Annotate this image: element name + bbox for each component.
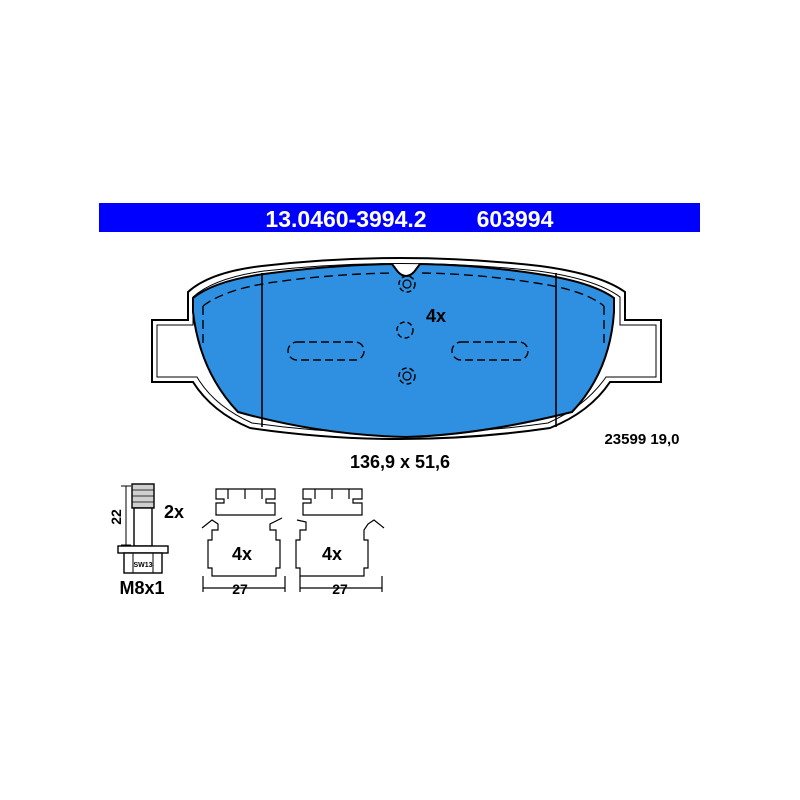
bolt-quantity: 2x [164, 502, 184, 522]
clip-2-top-tabs [302, 488, 363, 516]
lining-slot-right [451, 341, 529, 361]
clip-2-quantity: 4x [322, 544, 342, 564]
rivet-mark-top-inner [402, 279, 412, 289]
bolt-shank [133, 507, 153, 547]
header-band [99, 203, 700, 232]
clip-1-top-tabs [215, 488, 276, 516]
rivet-mark-bottom-inner [402, 371, 412, 381]
bolt-thread-size: M8x1 [119, 578, 164, 598]
pad-quantity: 4x [426, 306, 446, 326]
bolt-wrench-size: SW13 [133, 562, 152, 569]
bolt-flange [117, 545, 169, 554]
clip-1-quantity: 4x [232, 544, 252, 564]
backing-plate-inner-edge [156, 263, 657, 434]
reference-number: 603994 [477, 206, 554, 232]
bolt-length: 22 [108, 509, 124, 525]
clip-1-top-tab-details [227, 489, 263, 499]
clip-2-top-tab-details [314, 489, 350, 499]
clip-2-body [295, 519, 385, 577]
part-number: 13.0460-3994.2 [265, 206, 426, 232]
lining-slot-left [287, 341, 365, 361]
clip-drawing-1 [201, 488, 286, 592]
clip-2-width: 27 [332, 581, 348, 597]
clip-1-body [201, 517, 283, 577]
pad-dimensions: 136,9 x 51,6 [350, 452, 450, 472]
wva-thickness: 23599 19,0 [604, 431, 679, 448]
rivet-mark-top [398, 275, 416, 293]
friction-lining [192, 262, 615, 439]
wear-line [202, 272, 605, 307]
clip-drawing-2 [295, 488, 385, 592]
bolt-thread-hatch [132, 489, 154, 503]
rivet-mark-bottom [398, 367, 416, 385]
bolt-drawing [117, 483, 169, 574]
rivet-mark-center [396, 321, 414, 339]
clip-1-width: 27 [232, 581, 248, 597]
